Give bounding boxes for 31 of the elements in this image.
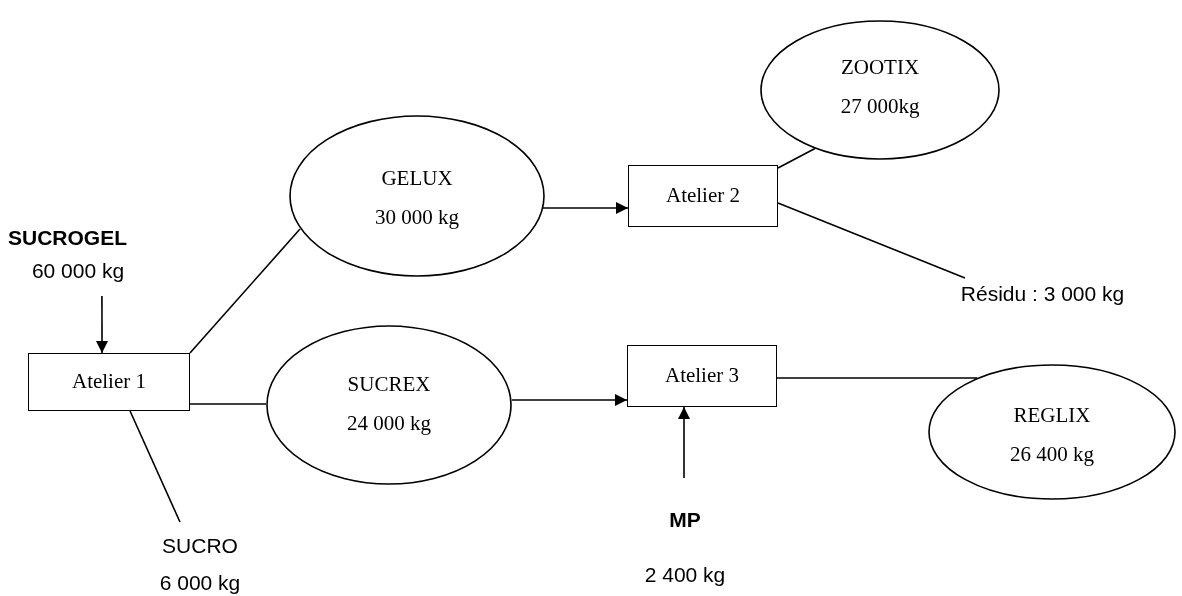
connector-line: [777, 147, 816, 169]
connector-line: [189, 403, 267, 405]
quantity-label: 2 400 kg: [644, 563, 726, 587]
product-name: SUCRO: [162, 534, 238, 558]
text-label: Atelier 1: [71, 370, 147, 394]
connector-line: [189, 228, 301, 354]
quantity-label: 26 400 kg: [1010, 443, 1094, 467]
product-name: REGLIX: [1013, 404, 1091, 428]
text-label: Résidu : 3 000 kg: [960, 282, 1125, 306]
quantity-label: 30 000 kg: [375, 206, 459, 230]
product-name: SUCREX: [347, 373, 431, 397]
quantity-label: 60 000 kg: [31, 259, 125, 283]
arrow: [678, 406, 690, 479]
connector-line: [129, 410, 181, 523]
product-name: SUCROGEL: [8, 226, 127, 250]
quantity-label: 27 000kg: [840, 95, 920, 119]
connector-line: [776, 377, 978, 379]
workshop-box: [28, 353, 190, 411]
arrow: [96, 295, 108, 354]
quantity-label: 24 000 kg: [347, 412, 431, 436]
product-name: ZOOTIX: [840, 56, 920, 80]
connector-line: [777, 202, 966, 279]
text-label: Atelier 2: [665, 184, 741, 208]
product-name: MP: [669, 508, 701, 532]
text-label: Atelier 3: [664, 364, 740, 388]
product-name: GELUX: [381, 167, 453, 191]
workshop-box: [628, 165, 778, 227]
workshop-box: [627, 345, 777, 407]
quantity-label: 6 000 kg: [159, 571, 241, 595]
arrow: [542, 202, 629, 214]
arrow: [511, 394, 628, 406]
